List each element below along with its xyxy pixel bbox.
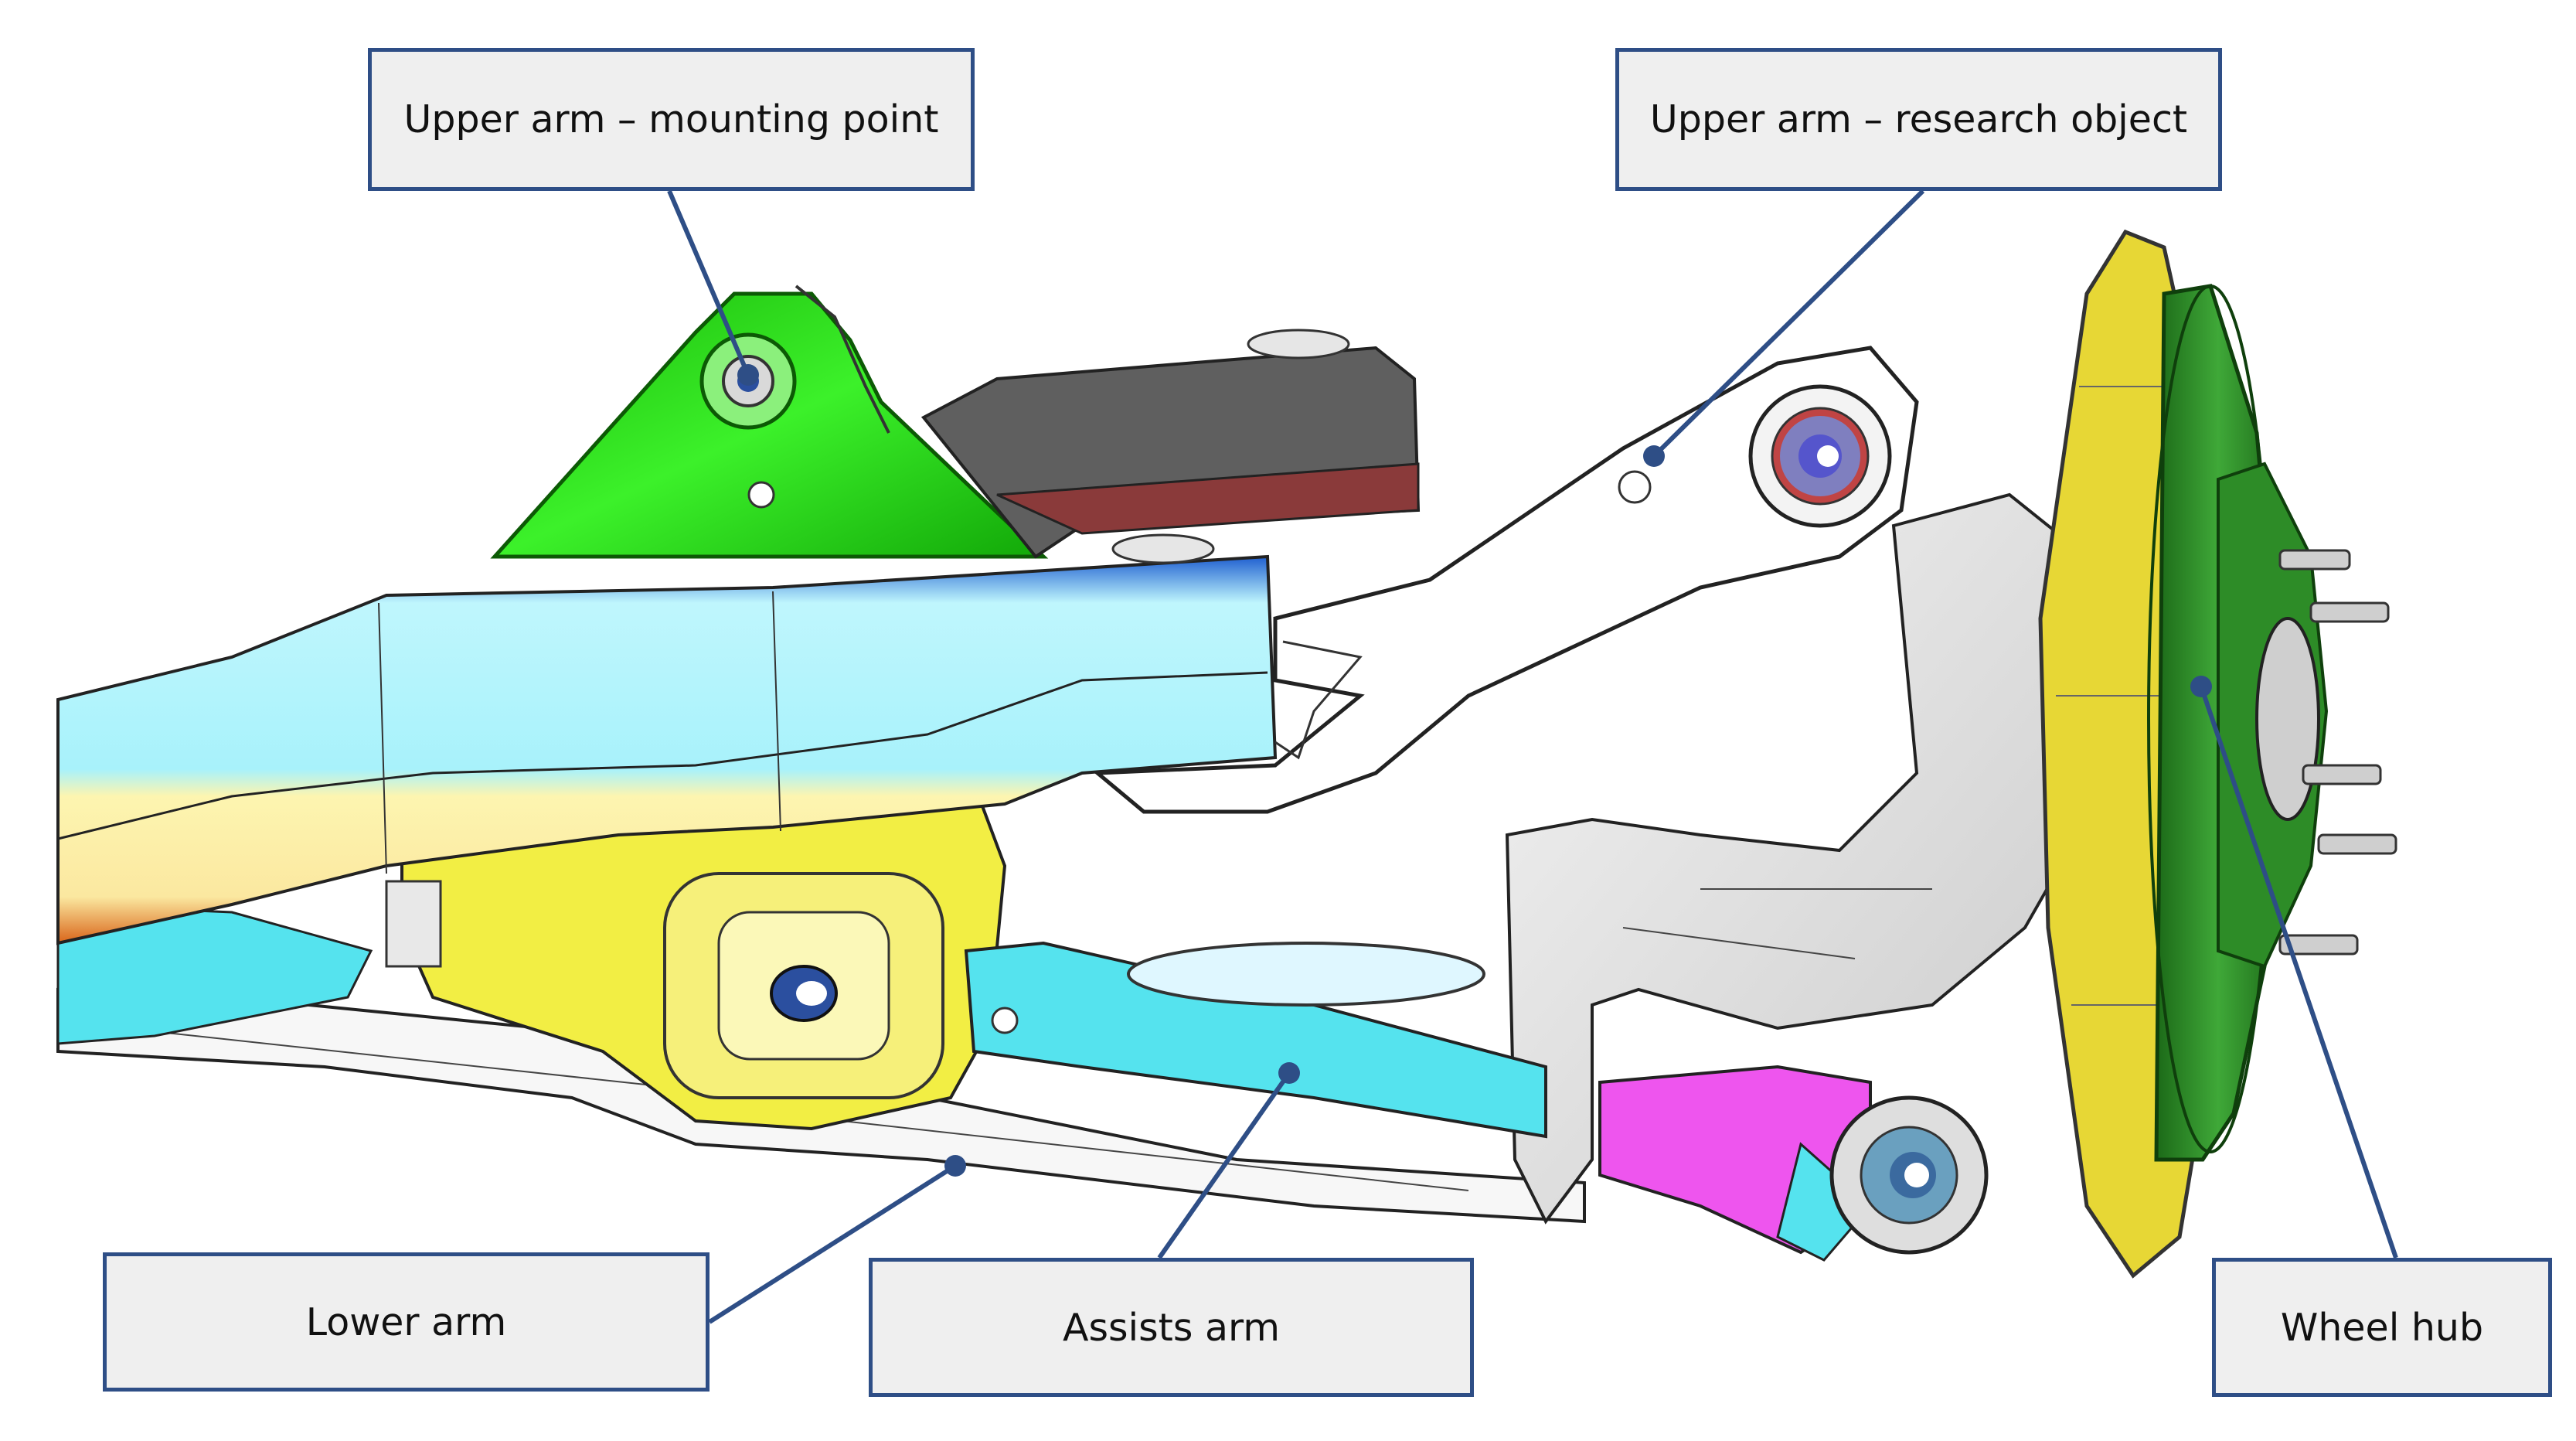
callout-upper-arm-research-object: Upper arm – research object [1615,48,2222,191]
pointer-dot-assists-arm [1278,1062,1300,1084]
assist-arm-shape [964,941,1547,1139]
toe-link [1598,1065,1989,1262]
leader-assists-arm [1157,1071,1291,1259]
wheel-stud [2278,934,2359,956]
wheel-hub-shape [2147,284,2397,1162]
wheel-stud [2317,833,2397,855]
callout-wheel-hub: Wheel hub [2212,1258,2552,1397]
pointer-dot-upper-arm-research [1643,445,1665,467]
subframe-lower-left [56,903,373,1045]
crossmember-tube [56,554,1278,945]
leader-lines [667,189,2398,1324]
wheel-stud [2302,764,2382,785]
pointer-dot-upper-arm-mount [737,364,759,386]
wheel-stud [2278,549,2351,571]
leader-upper-arm-research [1652,189,1925,458]
callout-label: Assists arm [1062,1305,1281,1350]
callout-label: Wheel hub [2280,1305,2484,1350]
callout-lower-arm: Lower arm [103,1252,710,1392]
callout-assists-arm: Assists arm [869,1258,1474,1397]
leader-wheel-hub [2199,686,2398,1259]
callout-label: Lower arm [305,1300,507,1344]
callout-label: Upper arm – mounting point [403,97,939,141]
leader-upper-arm-mount [667,189,750,376]
pointer-dot-wheel-hub [2190,676,2212,697]
callout-upper-arm-mounting-point: Upper arm – mounting point [368,48,975,191]
lower-arm-body [385,802,1007,1131]
wheel-stud [2309,601,2390,623]
upper-arm-research-shape [1092,346,1919,814]
pointer-dot-lower-arm [944,1155,966,1177]
leader-lower-arm [708,1163,957,1324]
callout-label: Upper arm – research object [1649,97,2188,141]
upper-link-dark [920,329,1421,564]
